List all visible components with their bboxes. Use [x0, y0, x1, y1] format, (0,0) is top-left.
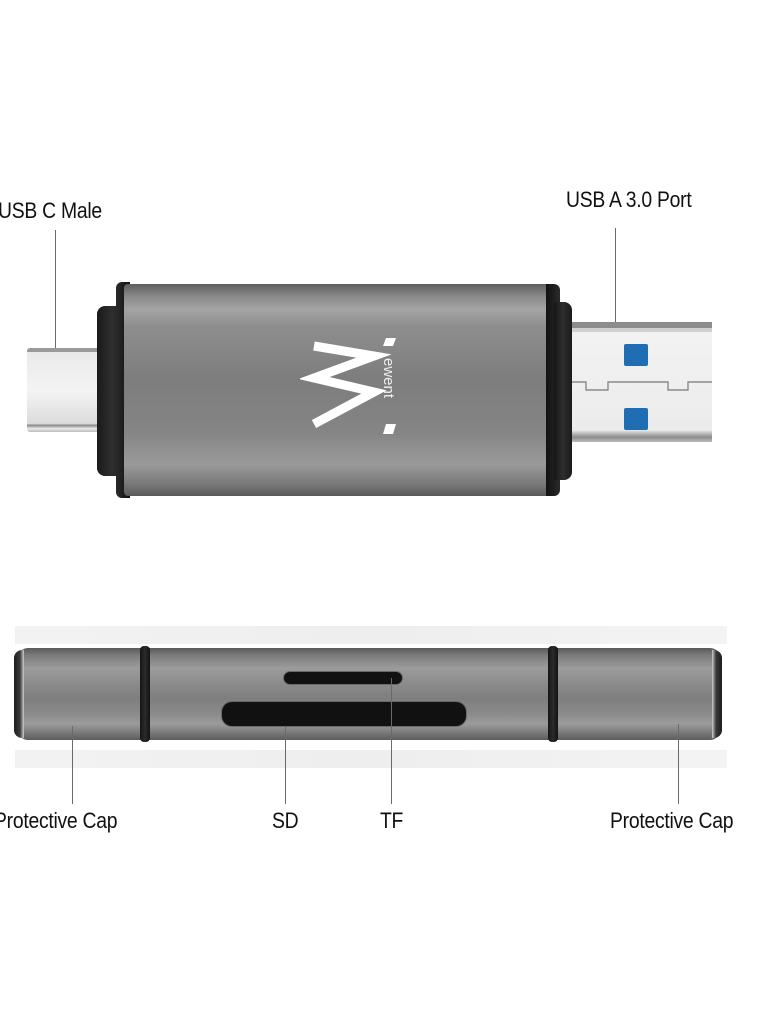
left-cap-seam: [140, 646, 150, 742]
tf-leader-line: [391, 678, 392, 804]
right-protective-cap-label: Protective Cap: [610, 808, 734, 833]
usb-c-connector: [27, 348, 99, 432]
sd-leader-line: [285, 726, 286, 804]
tf-card-slot: [284, 672, 402, 684]
ewent-logo-icon: ewent: [300, 338, 397, 434]
usb-a-port-label: USB A 3.0 Port: [566, 187, 692, 212]
right-cap-leader-line: [678, 724, 679, 804]
left-protective-cap-label: Protective Cap: [0, 808, 118, 833]
usb-a-seam: [572, 381, 712, 391]
sd-label: SD: [272, 808, 299, 833]
card-reader-side-body: [18, 648, 720, 740]
sd-card-slot: [222, 702, 466, 726]
bottom-reflection: [15, 750, 727, 768]
tf-label: TF: [380, 808, 404, 833]
right-cap-end: [712, 650, 722, 738]
bottom-view-device: [0, 600, 760, 860]
usb-c-male-label: USB C Male: [0, 198, 102, 223]
right-cap-seam: [548, 646, 558, 742]
left-cap-leader-line: [72, 726, 73, 804]
left-cap-end: [14, 650, 24, 738]
right-black-collar: [554, 302, 572, 480]
usb-c-leader-line: [55, 230, 56, 400]
card-reader-body: [124, 284, 550, 496]
usb-a-leader-line: [615, 228, 616, 324]
top-reflection: [15, 626, 727, 644]
usb3-blue-pin-icon: [624, 408, 648, 430]
top-view-device: USB C Male USB A 3.0 Port ewent: [0, 187, 712, 498]
svg-text:ewent: ewent: [380, 358, 397, 399]
usb3-blue-pin-icon: [624, 344, 648, 366]
